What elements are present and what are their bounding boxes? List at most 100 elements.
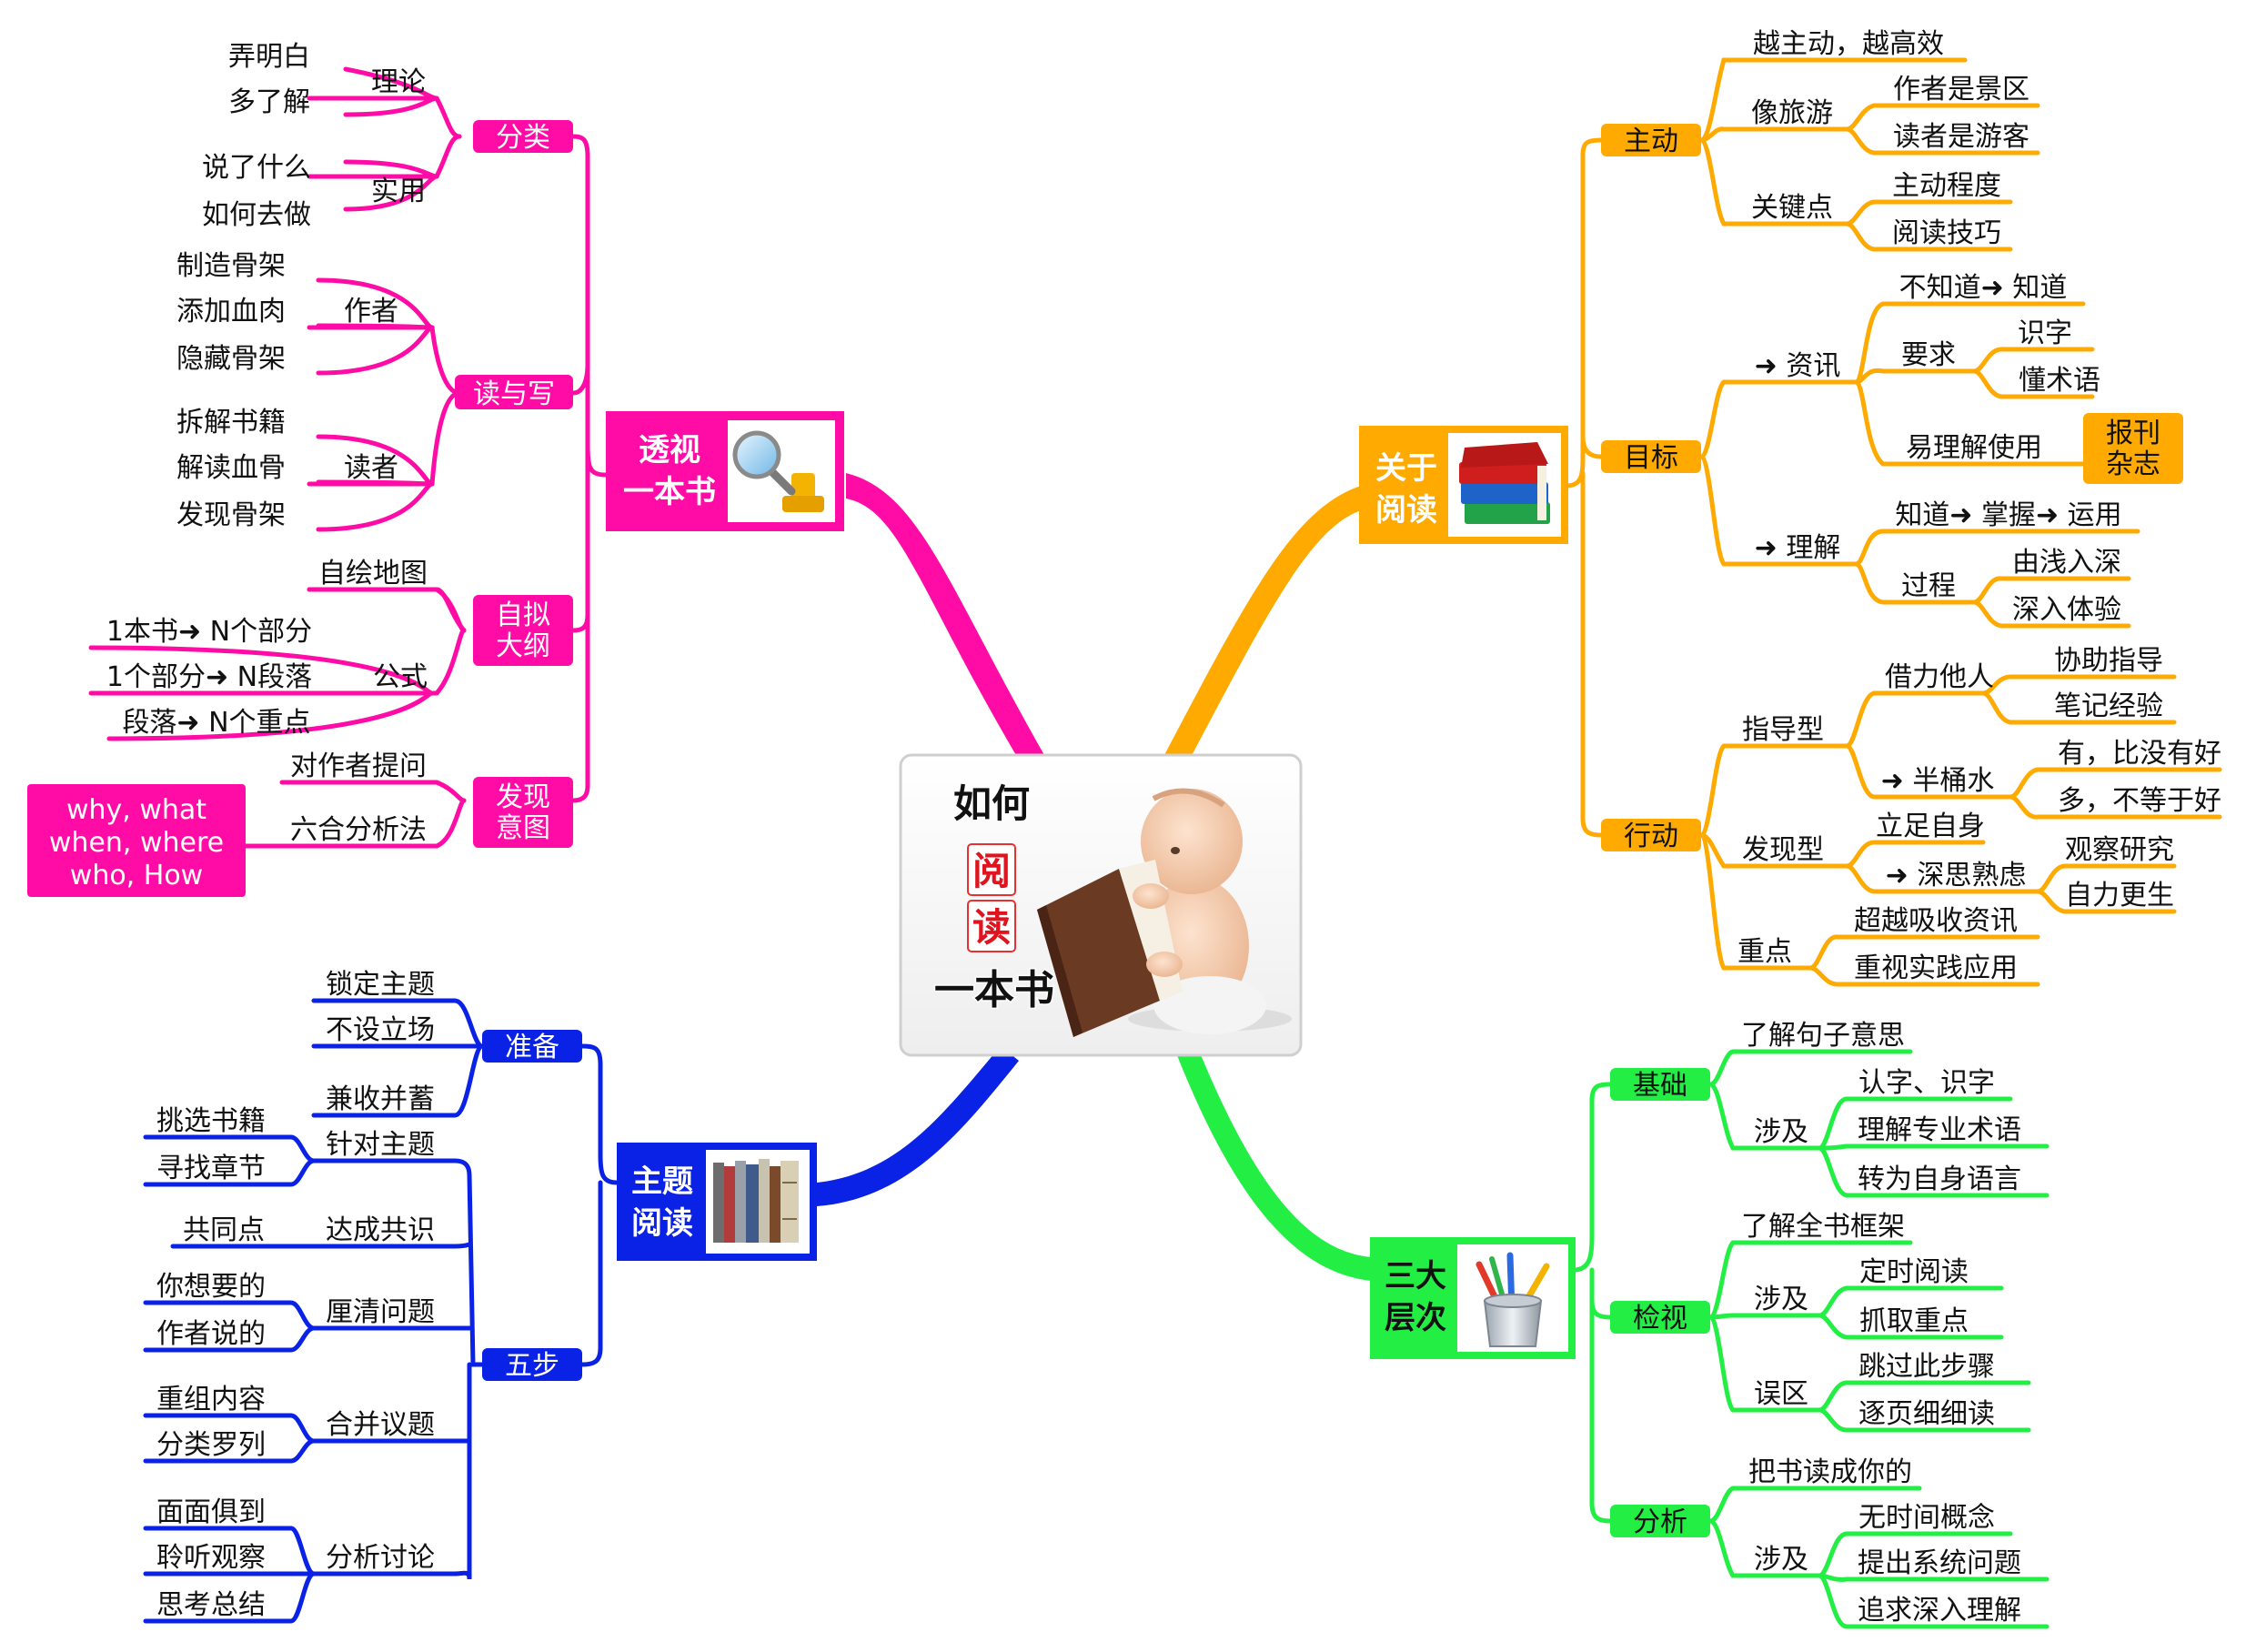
- node-intent[interactable]: 发现 意图: [473, 777, 573, 848]
- node-guided[interactable]: 指导型: [1742, 714, 1824, 746]
- node-consensus[interactable]: 达成共识: [326, 1214, 435, 1246]
- node-reorganize[interactable]: 重组内容: [156, 1384, 266, 1415]
- node-system-questions[interactable]: 提出系统问题: [1858, 1547, 2021, 1579]
- node-draw-map[interactable]: 自绘地图: [318, 558, 428, 589]
- node-merge[interactable]: 合并议题: [326, 1409, 435, 1441]
- node-notes-exp[interactable]: 笔记经验: [2054, 690, 2163, 722]
- node-terminology[interactable]: 懂术语: [2019, 365, 2100, 397]
- node-goal[interactable]: 目标: [1601, 440, 1701, 474]
- node-five-steps[interactable]: 五步: [482, 1348, 582, 1382]
- node-involve-3[interactable]: 涉及: [1754, 1544, 1808, 1576]
- node-literacy[interactable]: 识字: [2018, 317, 2072, 349]
- center-node[interactable]: 如何 阅 读 一本书: [899, 753, 1303, 1057]
- node-ask-author[interactable]: 对作者提问: [290, 750, 427, 782]
- node-target-topic[interactable]: 针对主题: [326, 1129, 435, 1161]
- node-formula-1[interactable]: 1本书➜ N个部分: [106, 616, 312, 648]
- node-reader-tourist[interactable]: 读者是游客: [1893, 121, 2029, 153]
- node-no-time[interactable]: 无时间概念: [1858, 1502, 1995, 1534]
- note-wh-questions[interactable]: why, what when, where who, How: [27, 784, 246, 897]
- node-beyond-info[interactable]: 超越吸收资讯: [1854, 905, 2018, 937]
- node-analyze[interactable]: 分析: [1610, 1505, 1710, 1538]
- node-understand-terms[interactable]: 理解专业术语: [1858, 1114, 2021, 1146]
- node-borrow-others[interactable]: 借力他人: [1885, 661, 1994, 693]
- node-requirement[interactable]: 要求: [1901, 339, 1956, 371]
- node-key-points[interactable]: 关键点: [1751, 192, 1833, 224]
- node-read-write[interactable]: 读与写: [455, 375, 573, 410]
- main-node-topic[interactable]: 主题 阅读: [617, 1143, 817, 1261]
- main-node-perspective[interactable]: 透视 一本书: [606, 411, 844, 531]
- node-author[interactable]: 作者: [344, 296, 398, 327]
- node-how-to[interactable]: 如何去做: [202, 199, 311, 231]
- main-node-levels[interactable]: 三大 层次: [1370, 1237, 1576, 1359]
- node-deep-understanding[interactable]: 追求深入理解: [1858, 1595, 2021, 1627]
- node-action[interactable]: 行动: [1601, 819, 1701, 852]
- node-categorize[interactable]: 分类罗列: [156, 1429, 266, 1461]
- node-formula[interactable]: 公式: [373, 661, 428, 693]
- node-own-words[interactable]: 转为自身语言: [1858, 1163, 2021, 1195]
- node-know-master-apply[interactable]: 知道➜ 掌握➜ 运用: [1895, 499, 2121, 531]
- node-more-active[interactable]: 越主动，越高效: [1753, 28, 1944, 60]
- node-easy-use[interactable]: 易理解使用: [1906, 432, 2042, 464]
- node-practical[interactable]: 实用: [371, 176, 426, 207]
- main-node-about[interactable]: 关于 阅读: [1359, 426, 1568, 544]
- node-involve-2[interactable]: 涉及: [1754, 1284, 1808, 1315]
- node-think-summarize[interactable]: 思考总结: [156, 1589, 266, 1621]
- node-more-not-better[interactable]: 多，不等于好: [2058, 785, 2221, 817]
- node-what-author-said[interactable]: 作者说的: [156, 1318, 266, 1350]
- node-self-based[interactable]: 立足自身: [1876, 811, 1985, 842]
- node-page-by-page[interactable]: 逐页细细读: [1858, 1398, 1995, 1430]
- node-recognize-chars[interactable]: 认字、识字: [1858, 1067, 1995, 1099]
- node-dismantle[interactable]: 拆解书籍: [176, 407, 286, 438]
- node-book-framework[interactable]: 了解全书框架: [1741, 1211, 1905, 1243]
- node-grab-key[interactable]: 抓取重点: [1859, 1305, 1969, 1337]
- node-half-bucket[interactable]: ➜ 半桶水: [1881, 765, 1995, 797]
- node-lock-topic[interactable]: 锁定主题: [326, 969, 435, 1001]
- node-like-travel[interactable]: 像旅游: [1751, 97, 1833, 129]
- node-classify[interactable]: 分类: [473, 120, 573, 154]
- node-clarify[interactable]: 厘清问题: [326, 1296, 435, 1328]
- node-formula-3[interactable]: 段落➜ N个重点: [122, 707, 310, 739]
- node-skip-step[interactable]: 跳过此步骤: [1858, 1351, 1995, 1383]
- node-what-said[interactable]: 说了什么: [202, 152, 311, 184]
- node-process[interactable]: 过程: [1901, 570, 1956, 602]
- node-self-reliance[interactable]: 自力更生: [2065, 880, 2174, 912]
- node-unknown-known[interactable]: 不知道➜ 知道: [1899, 272, 2068, 304]
- node-comprehend[interactable]: ➜ 理解: [1755, 532, 1841, 564]
- node-observe-research[interactable]: 观察研究: [2065, 834, 2174, 866]
- node-what-you-want[interactable]: 你想要的: [156, 1271, 266, 1303]
- node-understand[interactable]: 弄明白: [228, 41, 310, 73]
- node-deliberate[interactable]: ➜ 深思熟虑: [1886, 860, 2027, 891]
- node-inclusive[interactable]: 兼收并蓄: [326, 1083, 435, 1115]
- node-common-ground[interactable]: 共同点: [183, 1214, 265, 1246]
- node-outline[interactable]: 自拟 大纲: [473, 595, 573, 666]
- node-discuss[interactable]: 分析讨论: [326, 1542, 435, 1574]
- node-reader[interactable]: 读者: [344, 452, 398, 484]
- node-interpret[interactable]: 解读血骨: [176, 452, 286, 484]
- node-some-better[interactable]: 有，比没有好: [2058, 738, 2221, 770]
- node-focus[interactable]: 重点: [1737, 936, 1792, 968]
- node-add-flesh[interactable]: 添加血肉: [176, 296, 286, 327]
- node-basic[interactable]: 基础: [1610, 1068, 1710, 1102]
- node-hide-skeleton[interactable]: 隐藏骨架: [176, 343, 286, 375]
- node-find-chapters[interactable]: 寻找章节: [156, 1153, 266, 1184]
- node-deep-experience[interactable]: 深入体验: [2012, 594, 2121, 626]
- node-assist-guide[interactable]: 协助指导: [2054, 645, 2163, 677]
- node-find-skeleton[interactable]: 发现骨架: [176, 499, 286, 531]
- node-active[interactable]: 主动: [1601, 124, 1701, 157]
- node-six-analysis[interactable]: 六合分析法: [290, 814, 427, 846]
- node-involve-1[interactable]: 涉及: [1754, 1116, 1808, 1148]
- node-author-scenic[interactable]: 作者是景区: [1893, 74, 2029, 106]
- node-choose-books[interactable]: 挑选书籍: [156, 1105, 266, 1137]
- node-theory[interactable]: 理论: [371, 66, 426, 98]
- node-prepare[interactable]: 准备: [482, 1030, 582, 1063]
- node-inspect[interactable]: 检视: [1610, 1301, 1710, 1335]
- node-timed-reading[interactable]: 定时阅读: [1859, 1256, 1969, 1288]
- node-understand-sentence[interactable]: 了解句子意思: [1741, 1020, 1905, 1052]
- node-listen-observe[interactable]: 聆听观察: [156, 1542, 266, 1574]
- node-discovery[interactable]: 发现型: [1742, 834, 1824, 866]
- node-formula-2[interactable]: 1个部分➜ N段落: [106, 661, 312, 693]
- node-pitfall[interactable]: 误区: [1754, 1378, 1808, 1410]
- node-make-yours[interactable]: 把书读成你的: [1748, 1456, 1912, 1488]
- node-no-stance[interactable]: 不设立场: [326, 1014, 435, 1046]
- node-comprehensive[interactable]: 面面俱到: [156, 1496, 266, 1528]
